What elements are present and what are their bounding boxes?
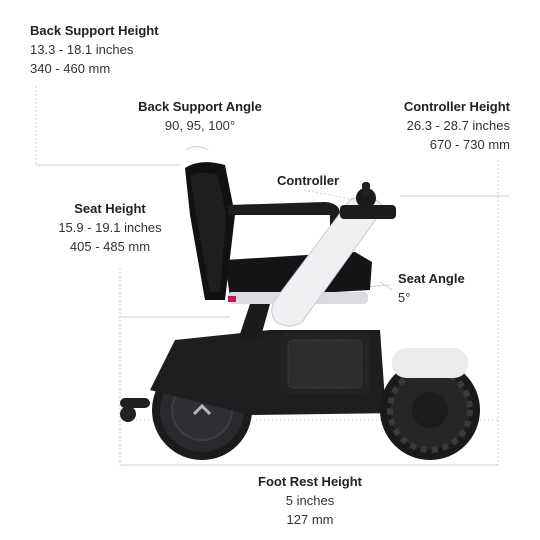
seat-height-title: Seat Height xyxy=(74,201,146,216)
base-frame xyxy=(150,330,470,415)
back-support-angle-value: 90, 95, 100° xyxy=(164,118,236,133)
back-support-height-title: Back Support Height xyxy=(30,23,159,38)
anti-tip-wheel xyxy=(120,398,150,408)
seat-angle-title: Seat Angle xyxy=(398,271,465,286)
back-support-angle-title: Back Support Angle xyxy=(138,99,262,114)
controller-arm xyxy=(271,182,396,327)
label-back-support-angle: Back Support Angle 90, 95, 100° xyxy=(120,97,280,135)
controller-height-mm: 670 - 730 mm xyxy=(429,137,510,152)
label-controller-height: Controller Height 26.3 - 28.7 inches 670… xyxy=(404,97,510,154)
controller-title: Controller xyxy=(276,173,340,188)
dimension-guides xyxy=(35,86,510,466)
label-seat-angle: Seat Angle 5° xyxy=(398,269,465,307)
front-caster xyxy=(380,348,480,460)
seat-angle-value: 5° xyxy=(398,290,411,305)
label-back-support-height: Back Support Height 13.3 - 18.1 inches 3… xyxy=(30,21,159,78)
label-seat-height: Seat Height 15.9 - 19.1 inches 405 - 485… xyxy=(40,199,180,256)
armrest xyxy=(228,202,340,232)
label-controller: Controller xyxy=(268,171,348,190)
backrest xyxy=(185,162,235,300)
seat-height-mm: 405 - 485 mm xyxy=(69,239,151,254)
seat-height-inches: 15.9 - 19.1 inches xyxy=(58,220,162,235)
foot-rest-height-title: Foot Rest Height xyxy=(258,474,362,489)
foot-rest-height-mm: 127 mm xyxy=(286,512,334,527)
controller-height-inches: 26.3 - 28.7 inches xyxy=(406,118,510,133)
foot-rest-height-inches: 5 inches xyxy=(285,493,335,508)
controller-height-title: Controller Height xyxy=(403,99,510,114)
back-support-height-mm: 340 - 460 mm xyxy=(30,61,111,76)
back-support-height-inches: 13.3 - 18.1 inches xyxy=(30,42,134,57)
label-foot-rest-height: Foot Rest Height 5 inches 127 mm xyxy=(210,472,410,529)
